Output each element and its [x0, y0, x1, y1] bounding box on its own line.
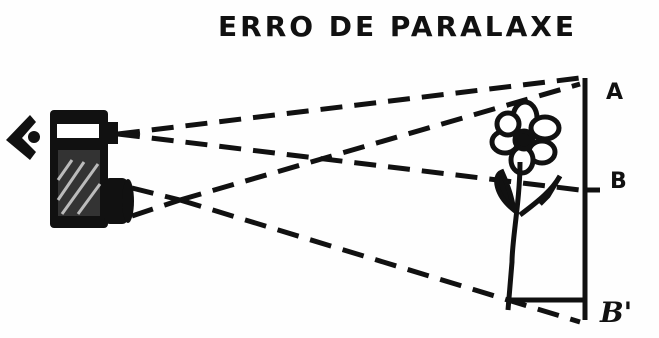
diagram-title: ERRO DE PARALAXE [218, 10, 577, 43]
target-line [582, 78, 600, 320]
camera-icon [50, 110, 134, 228]
flower-icon [489, 99, 585, 311]
point-label-b: B [610, 169, 627, 194]
eye-icon [6, 115, 40, 160]
point-label-b-prime: B' [600, 296, 633, 329]
point-label-a: A [606, 80, 624, 105]
